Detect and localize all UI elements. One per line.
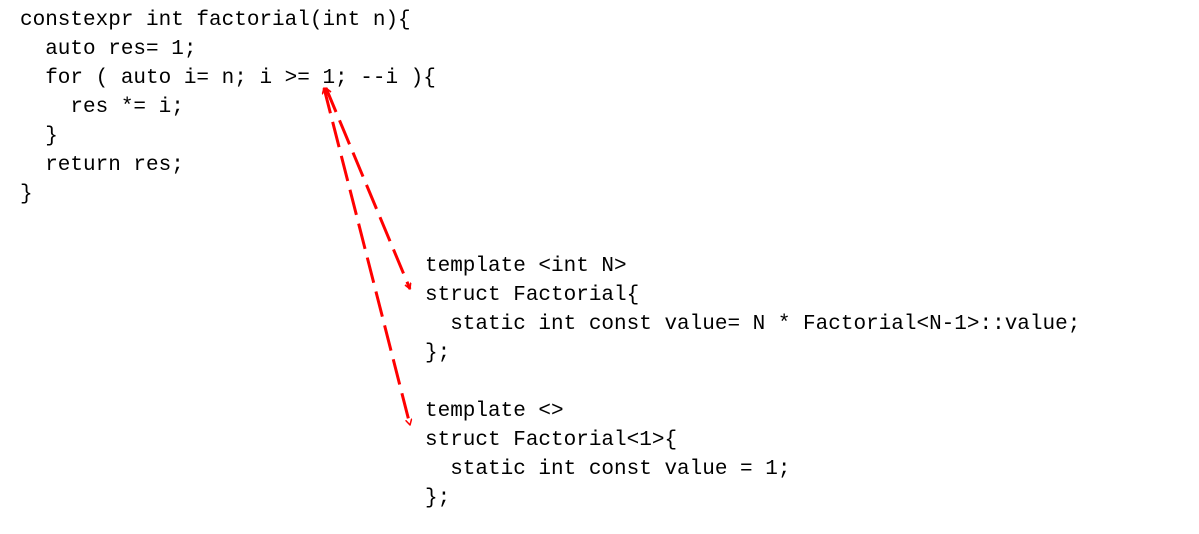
template-factorial-specialization-code: template <> struct Factorial<1>{ static i…: [425, 397, 790, 513]
code-line: };: [425, 342, 451, 365]
code-line: }: [20, 183, 33, 206]
code-line: };: [425, 487, 451, 510]
code-line: struct Factorial<1>{: [425, 429, 678, 452]
code-line: template <>: [425, 400, 564, 423]
code-line: struct Factorial{: [425, 284, 640, 307]
code-line: res *= i;: [20, 96, 184, 119]
code-line: return res;: [20, 154, 184, 177]
code-line: }: [20, 125, 58, 148]
code-line: constexpr int factorial(int n){: [20, 9, 411, 32]
code-line: static int const value = 1;: [425, 458, 791, 481]
code-line: auto res= 1;: [20, 38, 197, 61]
code-line: for ( auto i= n; i >= 1; --i ){: [20, 67, 436, 90]
code-line: template <int N>: [425, 255, 627, 278]
template-factorial-general-code: template <int N> struct Factorial{ static…: [425, 252, 1080, 368]
constexpr-factorial-code: constexpr int factorial(int n){ auto res…: [20, 6, 436, 209]
code-line: static int const value= N * Factorial<N-…: [425, 313, 1081, 336]
